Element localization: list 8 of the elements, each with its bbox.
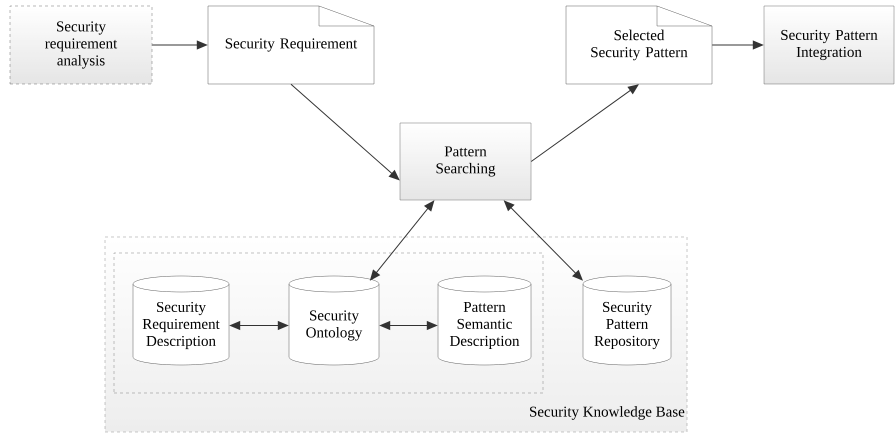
database-cylinder: Security Requirement Description: [132, 276, 230, 366]
process-box: Security requirement analysis: [10, 6, 152, 84]
process-box: Security Pattern Integration: [764, 6, 894, 84]
database-cylinder: Security Ontology: [288, 276, 380, 366]
process-box: Pattern Searching: [400, 122, 532, 200]
group-frame: [114, 252, 544, 394]
database-cylinder: Pattern Semantic Description: [438, 276, 532, 366]
database-cylinder: Security Pattern Repository: [582, 276, 672, 366]
